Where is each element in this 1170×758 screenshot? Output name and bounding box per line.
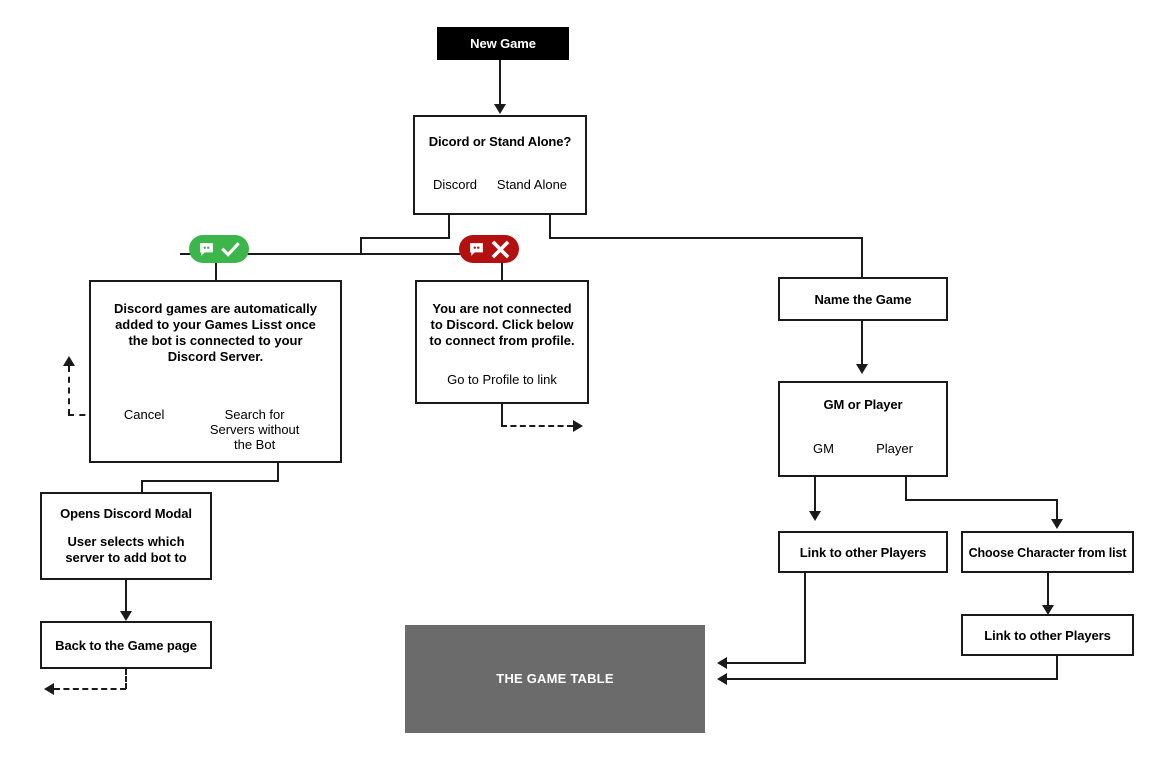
node-discord-not-connected[interactable]: You are not connected to Discord. Click … [415,280,589,404]
connector-character-to-link [1047,573,1049,609]
connector-discord-horizontal [360,237,450,239]
connector-standalone-stem [549,215,551,239]
arrowhead-character-to-link [1042,605,1054,615]
node-choose-character[interactable]: Choose Character from list [961,531,1134,573]
connector-standalone-drop [861,237,863,277]
node-opens-discord-modal-body: User selects which server to add bot to [65,534,187,565]
node-discord-connected[interactable]: Discord games are automatically added to… [89,280,342,463]
dashed-cancel-vertical [68,366,70,415]
node-name-the-game[interactable]: Name the Game [778,277,948,321]
connector-search-horizontal [141,480,279,482]
arrowhead-notconnected-return [573,420,583,432]
node-discord-not-connected-body: You are not connected to Discord. Click … [429,301,575,348]
badge-discord-not-connected [459,235,519,263]
connector-red-badge-stem [501,262,503,280]
node-game-table[interactable]: THE GAME TABLE [405,625,705,733]
node-decision-role-title: GM or Player [823,397,903,412]
node-name-the-game-label: Name the Game [814,292,912,307]
node-decision-platform-title: Dicord or Stand Alone? [428,134,572,149]
connector-gm-stem [814,455,816,513]
node-new-game[interactable]: New Game [437,27,569,60]
dashed-back-vertical [125,669,127,689]
badge-discord-connected [189,235,249,263]
connector-name-to-role [861,321,863,366]
arrowhead-player-branch [1051,519,1063,529]
arrowhead-name-to-role [856,364,868,374]
arrowhead-cancel-return [63,356,75,366]
node-back-to-game-page-label: Back to the Game page [55,638,197,653]
node-discord-connected-body: Discord games are automatically added to… [113,301,318,364]
dashed-notconnected-horizontal [501,425,573,427]
connector-discord-stem [448,215,450,239]
connector-modal-to-back [125,580,127,613]
connector-playerlink-stem [1056,656,1058,680]
node-decision-role[interactable]: GM or Player GM Player [778,381,948,477]
option-player[interactable]: Player [876,441,913,456]
option-discord[interactable]: Discord [432,177,478,192]
node-decision-platform[interactable]: Dicord or Stand Alone? Discord Stand Alo… [413,115,587,215]
node-choose-character-label: Choose Character from list [968,546,1127,560]
arrowhead-newgame-to-decision [494,104,506,114]
action-cancel[interactable]: Cancel [123,407,165,422]
arrowhead-gm-branch [809,511,821,521]
connector-discord-to-red-badge [248,253,478,255]
connector-notconnected-stem [501,404,503,426]
discord-logo-icon [198,241,215,258]
node-opens-discord-modal[interactable]: Opens Discord Modal User selects which s… [40,492,212,580]
node-link-players-player-label: Link to other Players [984,628,1111,643]
option-gm[interactable]: GM [813,441,834,456]
check-icon [221,240,240,259]
x-icon [491,240,510,259]
connector-newgame-to-decision [499,60,501,105]
connector-player-drop [1056,499,1058,521]
connector-gmlink-horizontal [727,662,806,664]
action-search-servers[interactable]: Search for Servers without the Bot [209,407,300,452]
arrowhead-gmlink-to-table [717,657,727,669]
dashed-back-horizontal [54,688,126,690]
node-opens-discord-modal-title: Opens Discord Modal [60,506,192,521]
node-link-players-gm-label: Link to other Players [799,545,927,560]
connector-playerlink-horizontal [727,678,1058,680]
arrowhead-playerlink-to-table [717,673,727,685]
discord-logo-icon [468,241,485,258]
connector-player-stem [905,455,907,500]
node-link-players-player[interactable]: Link to other Players [961,614,1134,656]
action-go-to-profile[interactable]: Go to Profile to link [447,372,557,387]
dashed-cancel-horizontal [68,414,108,416]
node-game-table-label: THE GAME TABLE [496,671,614,686]
arrowhead-modal-to-back [120,611,132,621]
node-link-players-gm[interactable]: Link to other Players [778,531,948,573]
connector-gmlink-stem [804,573,806,664]
connector-discord-drop [360,237,362,255]
connector-standalone-horizontal [549,237,863,239]
arrowhead-back-return [44,683,54,695]
connector-player-horizontal [905,499,1058,501]
node-new-game-label: New Game [470,35,536,51]
node-back-to-game-page[interactable]: Back to the Game page [40,621,212,669]
connector-green-badge-stem [215,262,217,280]
option-stand-alone[interactable]: Stand Alone [496,177,568,192]
